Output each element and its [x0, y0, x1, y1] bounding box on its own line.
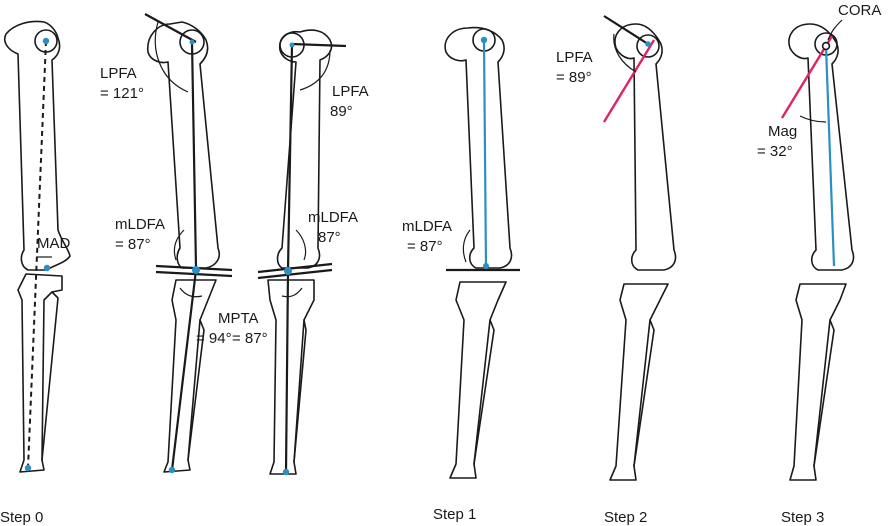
- knee-center-dot: [192, 266, 200, 274]
- femur-outline: [444, 26, 513, 269]
- knee-center-dot: [483, 263, 489, 269]
- tibia-outline: [163, 279, 217, 473]
- knee-joint-line-femur: [257, 262, 333, 274]
- mpta-value: = 87°: [232, 330, 268, 347]
- tibia-outline: [267, 279, 315, 475]
- mldfa-label: mLDFA: [115, 216, 165, 233]
- ankle-center-dot: [282, 468, 290, 476]
- proximal-mechanical-axis-line: [602, 39, 656, 123]
- step-label-3: Step 3: [781, 509, 824, 526]
- proximal-femur-line: [144, 13, 197, 43]
- lpfa-value: = 89°: [556, 69, 592, 86]
- cora-label: CORA: [838, 2, 881, 19]
- mldfa-value: = 87°: [115, 236, 151, 253]
- mldfa-arc: [173, 229, 185, 261]
- tibia-outline: [789, 283, 847, 481]
- mldfa-value: 87°: [318, 229, 341, 246]
- hip-center-dot: [189, 39, 195, 45]
- proximal-femur-line: [291, 42, 347, 48]
- lpfa-label: LPFA: [332, 83, 369, 100]
- lpfa-value: = 121°: [100, 85, 144, 102]
- lpfa-arc: [154, 21, 189, 93]
- lpfa-value: 89°: [330, 103, 353, 120]
- mldfa-value: = 87°: [407, 238, 443, 255]
- tibia-outline: [17, 273, 63, 473]
- knee-joint-line-tibia: [257, 268, 333, 280]
- mpta-arc: [281, 287, 303, 298]
- cora-marker-icon: [821, 41, 831, 51]
- fibula-outline: [41, 291, 59, 461]
- fibula-outline: [813, 319, 835, 467]
- lpfa-label: LPFA: [100, 65, 137, 82]
- tibial-mechanical-axis: [170, 269, 198, 471]
- mldfa-arc: [295, 229, 307, 261]
- knee-joint-line-tibia: [155, 270, 233, 278]
- femur-outline: [788, 23, 855, 271]
- mldfa-label: mLDFA: [402, 218, 452, 235]
- fibula-outline: [633, 319, 655, 467]
- mldfa-arc: [462, 229, 471, 263]
- tibia-outline: [449, 281, 507, 479]
- distal-mechanical-axis: [824, 45, 836, 267]
- femoral-mechanical-axis: [286, 44, 294, 271]
- mad-label: MAD: [37, 235, 71, 252]
- panel-step-2: LPFA = 89° Step 2: [556, 15, 677, 526]
- tibia-outline: [609, 283, 669, 481]
- fibula-outline: [473, 319, 495, 465]
- tibial-mechanical-axis: [284, 271, 290, 473]
- lpfa-arc: [299, 49, 331, 91]
- step-label-1: Step 1: [433, 506, 476, 523]
- ankle-center-dot: [24, 464, 32, 472]
- fibula-outline: [187, 319, 205, 461]
- hip-center-dot: [480, 36, 488, 44]
- lpfa-label: LPFA: [556, 49, 593, 66]
- mpta-arc: [179, 287, 203, 298]
- mldfa-label: mLDFA: [308, 209, 358, 226]
- femur-outline: [3, 20, 71, 271]
- femoral-mechanical-axis: [190, 41, 198, 269]
- hip-center-dot: [289, 42, 295, 48]
- mag-label: Mag: [768, 123, 797, 140]
- proximal-mechanical-axis-line: [780, 35, 834, 119]
- cora-leader: [827, 19, 843, 41]
- panel-step-0: MAD Step 0: [0, 20, 71, 526]
- mpta-value: = 94°: [196, 330, 232, 347]
- ankle-center-dot: [168, 466, 176, 474]
- hip-center-dot: [645, 41, 651, 47]
- knee-center-dot: [43, 264, 51, 272]
- fibula-outline: [293, 319, 307, 463]
- panel-example-1: LPFA = 121° mLDFA = 87° MPTA = 94°: [100, 13, 259, 474]
- femoral-head: [636, 34, 660, 58]
- proximal-femur-line: [603, 15, 649, 45]
- panel-step-3: CORA Mag = 32° Step 3: [757, 2, 881, 526]
- femoral-mechanical-axis: [482, 39, 488, 269]
- lpfa-arc: [613, 33, 637, 73]
- step-label-0: Step 0: [0, 509, 43, 526]
- hip-center-dot: [42, 37, 50, 45]
- knee-center-dot: [284, 267, 292, 275]
- mag-arc: [799, 115, 827, 123]
- panel-step-1: mLDFA = 87° Step 1: [402, 26, 520, 523]
- mpta-label: MPTA: [218, 310, 259, 327]
- mag-value: = 32°: [757, 143, 793, 160]
- step-label-2: Step 2: [604, 509, 647, 526]
- panel-example-2: LPFA 89° mLDFA 87° = 87°: [232, 29, 369, 476]
- femur-outline: [614, 23, 677, 271]
